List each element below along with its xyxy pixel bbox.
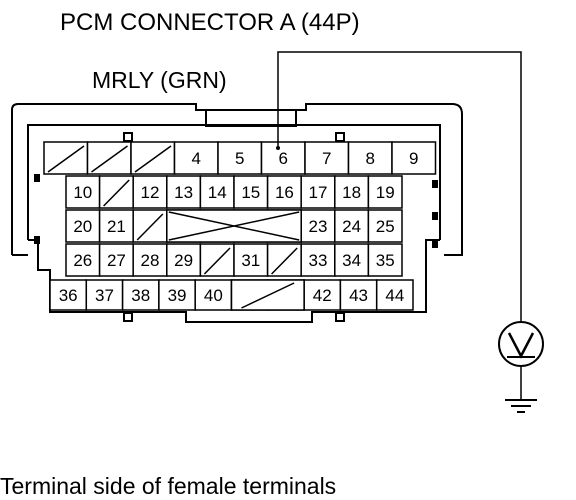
terminal-cell: 8 [347,141,393,175]
terminal-cell: 10 [65,175,101,209]
terminal-number: 33 [309,251,328,270]
terminal-number: 40 [204,286,223,305]
housing-tabs [34,174,438,248]
terminal-cell: 25 [367,209,403,243]
terminal-cell: 35 [367,243,403,277]
caption: Terminal side of female terminals [0,473,336,499]
terminal-number: 17 [309,183,328,202]
terminal-cell: 13 [166,175,202,209]
terminal-number: 39 [168,286,187,305]
empty-cavity-mark [134,145,172,173]
terminal-cell [86,141,132,175]
terminal-number: 16 [275,183,294,202]
terminal-number: 21 [107,217,126,236]
terminal-number: 36 [59,286,78,305]
terminal-cell: 31 [233,243,269,277]
voltmeter-icon [498,321,544,367]
empty-cavity-mark [271,247,298,275]
terminal-number: 12 [141,183,160,202]
terminal-cell: 7 [304,141,350,175]
empty-cavity-mark [47,145,85,173]
terminal-cell [43,141,89,175]
terminal-number: 9 [409,149,418,168]
connector-housing [11,103,463,323]
ground-icon [505,399,537,413]
terminal-number: 24 [342,217,361,236]
terminal-cell: 21 [98,209,134,243]
terminal-number: 43 [349,286,368,305]
terminal-cell: 29 [166,243,202,277]
terminal-number: 28 [141,251,160,270]
terminal-number: 13 [174,183,193,202]
probe-wire [277,51,522,322]
terminal-number: 44 [385,286,404,305]
connector-title: PCM CONNECTOR A (44P) [60,9,360,36]
terminal-number: 25 [376,217,395,236]
terminal-number: 10 [73,183,92,202]
terminal-number: 4 [192,149,201,168]
terminal-number: 31 [241,251,260,270]
terminal-cell: 34 [334,243,370,277]
terminal-cell: 6 [260,141,306,175]
terminal-cell: 38 [121,279,160,311]
terminal-cell: 20 [65,209,101,243]
terminal-cell: 42 [303,279,342,311]
terminal-cell: 39 [158,279,196,311]
terminal-cell: 36 [49,279,88,311]
terminal-number: 34 [342,251,361,270]
terminal-number: 5 [235,149,244,168]
terminal-cell: 33 [300,243,336,277]
empty-cavity-mark [241,282,295,309]
terminal-cell: 26 [65,243,101,277]
terminal-number: 37 [95,286,114,305]
wire-label: MRLY (GRN) [92,67,227,93]
terminal-cell: 9 [391,141,437,175]
terminal-number: 18 [342,183,361,202]
terminal-number: 14 [208,183,227,202]
terminal-number: 42 [313,286,332,305]
terminal-cell: 15 [233,175,269,209]
terminal-cell [130,141,176,175]
terminal-cell: 43 [339,279,378,311]
terminal-number: 20 [73,217,92,236]
terminal-cell: 5 [217,141,263,175]
terminal-number: 15 [241,183,260,202]
terminal-number: 8 [366,149,375,168]
terminal-cell: 4 [173,141,219,175]
terminal-cell: 40 [194,279,233,311]
terminal-number: 35 [376,251,395,270]
terminal-cell: 19 [367,175,403,209]
terminal-cell: 37 [85,279,124,311]
terminal-grid: 4 5 6 7 8 9 10 12 13 14 15 16 17 18 19 20 21 23 24 25 26 27 28… [43,141,437,311]
terminal-number: 29 [174,251,193,270]
empty-cavity-mark [168,211,300,241]
terminal-cell: 12 [132,175,168,209]
terminal-cell: 17 [300,175,336,209]
empty-cavity-mark [203,247,231,275]
terminal-number: 19 [376,183,395,202]
terminal-number: 23 [309,217,328,236]
terminal-number: 38 [131,286,150,305]
terminal-cell: 18 [334,175,370,209]
terminal-number: 7 [322,149,331,168]
terminal-cell: 14 [199,175,235,209]
terminal-number: 27 [107,251,126,270]
terminal-cell: 44 [375,279,414,311]
terminal-cell: 23 [300,209,336,243]
terminal-cell: 24 [334,209,370,243]
empty-cavity-mark [103,179,130,207]
terminal-number: 6 [279,149,288,168]
empty-cavity-mark [136,213,164,241]
terminal-number: 26 [73,251,92,270]
terminal-cell: 28 [132,243,168,277]
terminal-cell: 16 [266,175,302,209]
empty-cavity-mark [91,145,128,173]
terminal-cell: 27 [98,243,134,277]
